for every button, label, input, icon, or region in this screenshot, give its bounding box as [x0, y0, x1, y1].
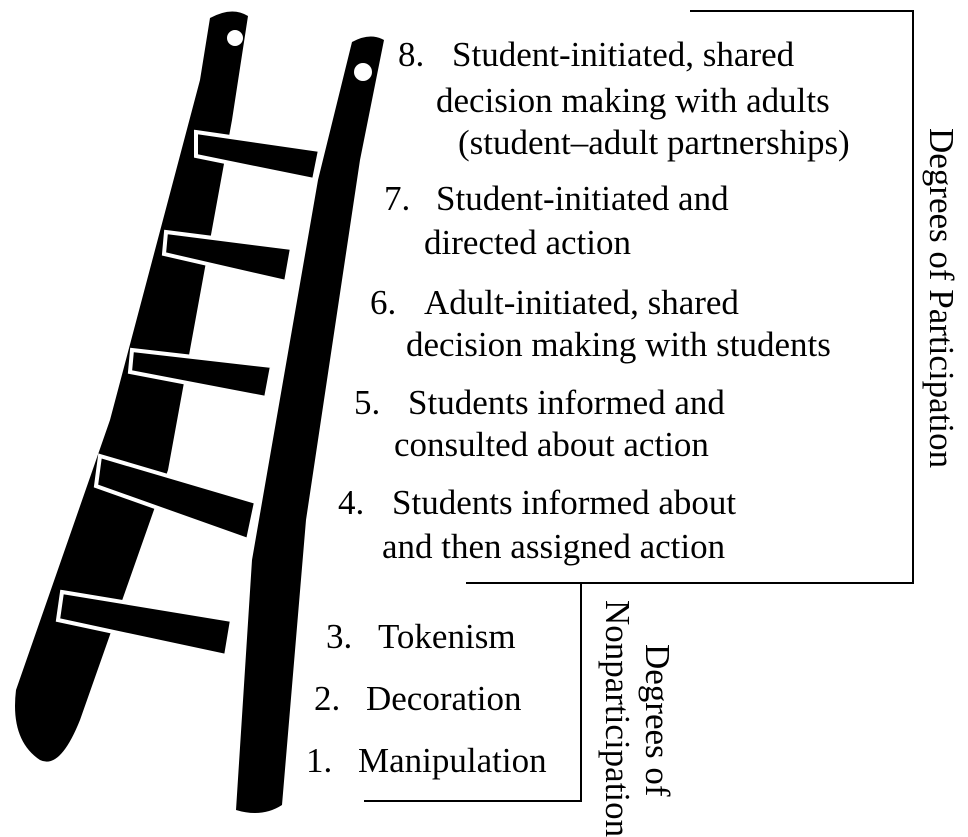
ladder-rung: [93, 453, 259, 543]
rung-2-number: 2.: [314, 679, 341, 718]
ladder-rung: [55, 589, 235, 659]
ladder-rung: [161, 229, 295, 285]
ladder-left-rail: [15, 11, 248, 762]
rung-2-line-1: Decoration: [366, 679, 522, 718]
rung-3-number: 3.: [326, 617, 353, 656]
nonparticipation-label-line-1: Degrees of: [638, 644, 677, 797]
ladder-rung: [127, 347, 275, 401]
rung-7-number: 7.: [384, 179, 411, 218]
ladder-right-rail: [236, 36, 384, 814]
participation-bracket-top: [690, 10, 914, 12]
ladder-hole-left: [227, 30, 243, 46]
rung-7-line-1: Student-initiated and: [436, 179, 729, 218]
rung-8-line-1: Student-initiated, shared: [452, 35, 795, 74]
participation-bracket-bottom: [466, 582, 914, 584]
rung-7-line-2: directed action: [424, 223, 631, 262]
rung-4-line-2: and then assigned action: [382, 527, 726, 566]
rung-8-number: 8.: [398, 35, 425, 74]
rung-8-line-2: decision making with adults: [436, 81, 830, 120]
rung-3-line-1: Tokenism: [378, 617, 516, 656]
rung-1-line-1: Manipulation: [358, 741, 547, 780]
rung-6-number: 6.: [370, 283, 397, 322]
rung-6-line-1: Adult-initiated, shared: [424, 283, 739, 322]
participation-label: Degrees of Participation: [922, 128, 961, 469]
ladder-hole-right: [354, 63, 372, 81]
nonparticipation-label-line-2: Nonparticipation: [598, 600, 637, 837]
rung-4-number: 4.: [338, 483, 365, 522]
nonparticipation-bracket-side: [580, 584, 582, 802]
rung-5-number: 5.: [354, 383, 381, 422]
ladder-rung: [194, 129, 323, 183]
rung-5-line-2: consulted about action: [394, 425, 709, 464]
rung-4-line-1: Students informed about: [392, 483, 737, 522]
nonparticipation-bracket-bottom: [364, 800, 582, 802]
rung-8-line-3: (student–adult partnerships): [458, 123, 850, 162]
rung-6-line-2: decision making with students: [406, 325, 831, 364]
ladder-illustration: [15, 11, 384, 814]
rung-1-number: 1.: [306, 741, 333, 780]
participation-bracket-side: [912, 10, 914, 584]
rung-5-line-1: Students informed and: [408, 383, 725, 422]
